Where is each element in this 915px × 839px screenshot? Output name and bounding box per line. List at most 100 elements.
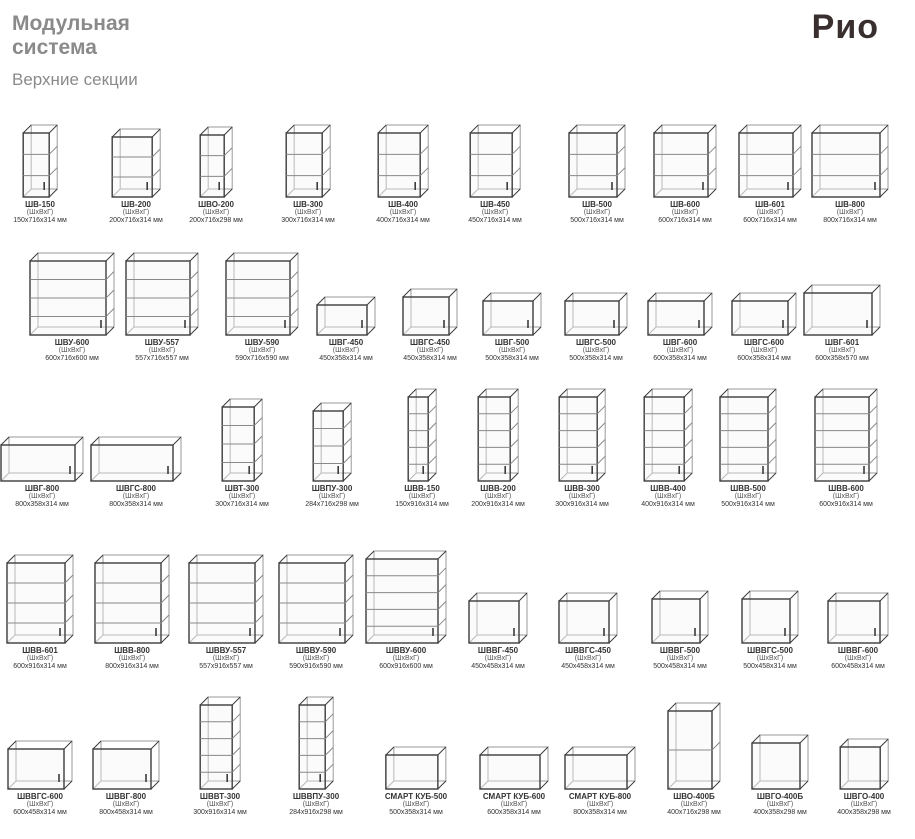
cabinet-dim-legend: (ШхВхГ) — [28, 493, 56, 500]
cabinet-dim-legend: (ШхВхГ) — [671, 209, 699, 216]
cabinet-model: ШВВГС-600 — [17, 792, 63, 801]
cabinet-dimensions: 300х916х314 мм — [193, 809, 247, 816]
cabinet-drawing — [751, 734, 809, 790]
cabinet-dimensions: 400х358х298 мм — [837, 809, 891, 816]
cabinet-dim-legend: (ШхВхГ) — [389, 209, 417, 216]
cabinet-model: ШВУ-600 — [54, 338, 90, 347]
cabinet-drawing — [651, 590, 709, 644]
cabinet-dimensions: 200х716х314 мм — [109, 217, 163, 224]
cabinet-item: ШВГО-400Б(ШхВхГ)400х358х298 мм — [751, 734, 809, 817]
cabinet-model: ШВВГС-500 — [747, 646, 793, 655]
cabinet-item: ШВ-600(ШхВхГ)600х716х314 мм — [653, 124, 717, 225]
cabinet-item: ШВВГ-600(ШхВхГ)600х458х314 мм — [827, 592, 889, 671]
cabinet-drawing — [731, 292, 797, 336]
cabinet-dimensions: 400х716х298 мм — [667, 809, 721, 816]
cabinet-item: ШВГС-600(ШхВхГ)600х358х314 мм — [731, 292, 797, 363]
cabinet-dim-legend: (ШхВхГ) — [586, 801, 614, 808]
page-title: Модульная система — [12, 12, 130, 59]
cabinet-drawing — [564, 292, 628, 336]
cabinet-drawing — [407, 388, 437, 482]
cabinet-dim-legend: (ШхВхГ) — [498, 347, 526, 354]
cabinet-dim-legend: (ШхВхГ) — [582, 347, 610, 354]
cabinet-dim-legend: (ШхВхГ) — [484, 493, 512, 500]
cabinet-dim-legend: (ШхВхГ) — [484, 655, 512, 662]
cabinet-dim-legend: (ШхВхГ) — [122, 493, 150, 500]
cabinet-item: ШВ-150(ШхВхГ)150х716х314 мм — [13, 124, 67, 225]
cabinet-drawing — [477, 388, 519, 482]
cabinet-dim-legend: (ШхВхГ) — [500, 801, 528, 808]
cabinet-drawing — [7, 740, 73, 790]
cabinet-dim-legend: (ШхВхГ) — [302, 655, 330, 662]
cabinet-dimensions: 500х916х314 мм — [721, 501, 775, 508]
cabinet-dim-legend: (ШхВхГ) — [734, 493, 762, 500]
cabinet-model: ШВВ-800 — [114, 646, 150, 655]
cabinet-item: ШВУ-600(ШхВхГ)600х716х600 мм — [29, 252, 115, 363]
cabinet-drawing — [741, 590, 799, 644]
cabinet-model: ШВГС-450 — [409, 338, 451, 347]
cabinet-model: ШВ-500 — [582, 200, 612, 209]
cabinet-model: ШВТ-300 — [224, 484, 260, 493]
cabinet-drawing — [482, 292, 542, 336]
cabinet-dim-legend: (ШхВхГ) — [318, 493, 346, 500]
cabinet-item: ШВ-300(ШхВхГ)300х716х314 мм — [281, 124, 335, 225]
cabinet-model: ШВ-400 — [388, 200, 418, 209]
cabinet-model: ШВВПУ-300 — [292, 792, 340, 801]
cabinet-dim-legend: (ШхВхГ) — [766, 801, 794, 808]
cabinet-dimensions: 500х358х314 мм — [389, 809, 443, 816]
cabinet-item: ШВВГ-450(ШхВхГ)450х458х314 мм — [468, 592, 528, 671]
cabinet-drawing — [839, 738, 889, 790]
cabinet-drawing — [92, 740, 160, 790]
cabinet-dim-legend: (ШхВхГ) — [392, 655, 420, 662]
cabinet-model: ШВГ-601 — [824, 338, 860, 347]
cabinet-model: ШВГС-600 — [743, 338, 785, 347]
cabinet-drawing — [814, 388, 878, 482]
cabinet-model: ШВВГ-500 — [659, 646, 701, 655]
cabinet-dim-legend: (ШхВхГ) — [248, 347, 276, 354]
cabinet-model: ШВГС-800 — [115, 484, 157, 493]
cabinet-drawing — [29, 252, 115, 336]
cabinet-dimensions: 284х716х298 мм — [305, 501, 359, 508]
cabinet-dimensions: 500х716х314 мм — [570, 217, 624, 224]
cabinet-model: ШВВГ-450 — [477, 646, 519, 655]
cabinet-drawing — [125, 252, 199, 336]
cabinet-item: ШВ-500(ШхВхГ)500х716х314 мм — [568, 124, 626, 225]
cabinet-drawing — [667, 702, 721, 790]
cabinet-dim-legend: (ШхВхГ) — [212, 655, 240, 662]
cabinet-model: ШВ-150 — [25, 200, 55, 209]
cabinet-item: ШВ-400(ШхВхГ)400х716х314 мм — [376, 124, 430, 225]
cabinet-drawing — [285, 124, 331, 198]
cabinet-dimensions: 150х716х314 мм — [13, 217, 67, 224]
cabinet-drawing — [377, 124, 429, 198]
cabinet-dim-legend: (ШхВхГ) — [850, 801, 878, 808]
cabinet-item: ШВ-601(ШхВхГ)600х716х314 мм — [738, 124, 802, 225]
cabinet-model: ШВГ-800 — [24, 484, 60, 493]
cabinet-item: ШВТ-300(ШхВхГ)300х716х314 мм — [215, 398, 269, 509]
cabinet-item: ШВВТ-300(ШхВхГ)300х916х314 мм — [193, 696, 247, 817]
cabinet-item: ШВВГ-800(ШхВхГ)800х458х314 мм — [92, 740, 160, 817]
cabinet-dim-legend: (ШхВхГ) — [408, 493, 436, 500]
cabinet-item: ШВВ-200(ШхВхГ)200х916х314 мм — [471, 388, 525, 509]
cabinet-item: ШВВПУ-300(ШхВхГ)284х916х298 мм — [289, 696, 343, 817]
cabinet-drawing — [94, 554, 170, 644]
cabinet-item: ШВВГС-500(ШхВхГ)500х458х314 мм — [741, 590, 799, 671]
cabinet-dim-legend: (ШхВхГ) — [828, 347, 856, 354]
cabinet-dimensions: 400х358х298 мм — [753, 809, 807, 816]
cabinet-drawing — [298, 696, 334, 790]
cabinet-dim-legend: (ШхВхГ) — [26, 209, 54, 216]
cabinet-dimensions: 600х916х314 мм — [13, 663, 67, 670]
cabinet-dimensions: 450х458х314 мм — [471, 663, 525, 670]
cabinet-dim-legend: (ШхВхГ) — [756, 209, 784, 216]
cabinet-dimensions: 600х358х314 мм — [737, 355, 791, 362]
cabinet-model: ШВ-450 — [480, 200, 510, 209]
cabinet-dimensions: 800х916х314 мм — [105, 663, 159, 670]
cabinet-model: ШВВУ-557 — [205, 646, 247, 655]
cabinet-item: ШВ-800(ШхВхГ)800х716х314 мм — [811, 124, 889, 225]
cabinet-item: ШВВ-400(ШхВхГ)400х916х314 мм — [641, 388, 695, 509]
cabinet-model: ШВГ-600 — [662, 338, 698, 347]
cabinet-drawing — [199, 696, 241, 790]
cabinet-dim-legend: (ШхВхГ) — [122, 209, 150, 216]
cabinet-model: ШВ-600 — [670, 200, 700, 209]
cabinet-drawing — [316, 296, 376, 336]
cabinet-dim-legend: (ШхВхГ) — [666, 347, 694, 354]
cabinet-item: ШВУ-557(ШхВхГ)557х716х557 мм — [125, 252, 199, 363]
